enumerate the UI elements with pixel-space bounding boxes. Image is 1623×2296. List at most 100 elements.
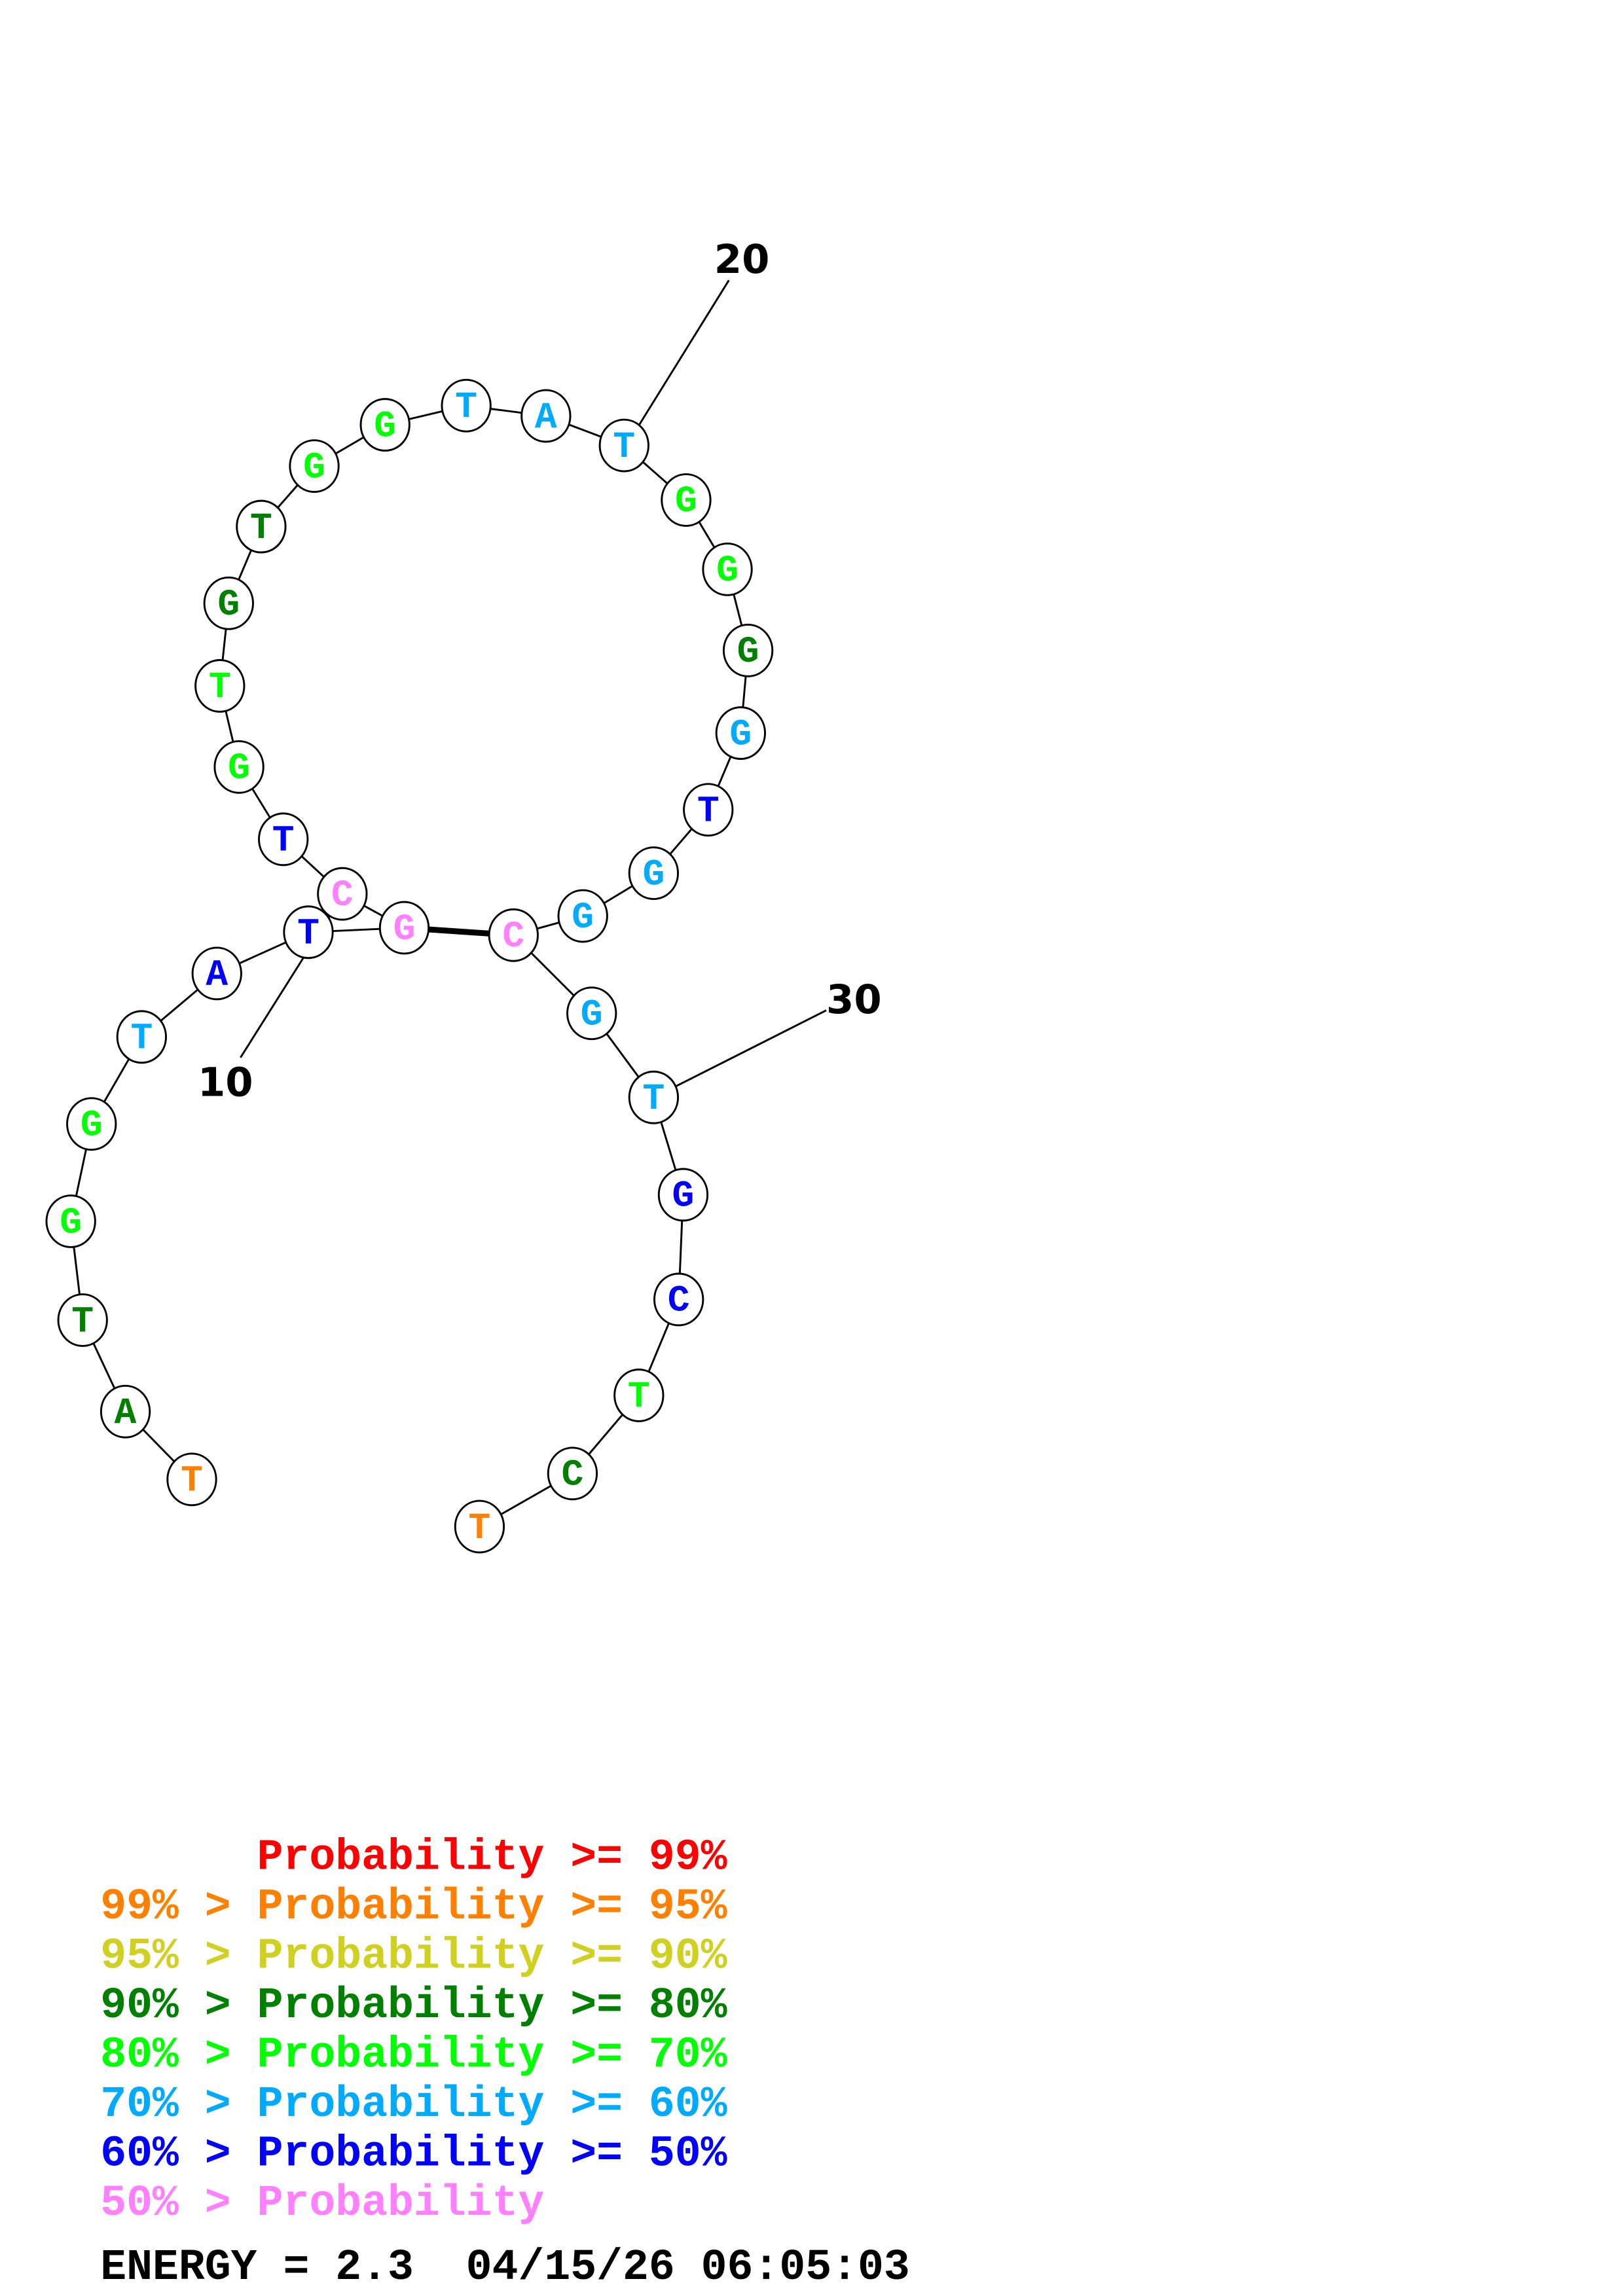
position-label-20: 20 (714, 237, 770, 283)
nucleotide-circle (57, 1293, 108, 1347)
nucleotide-letter: G (642, 853, 665, 895)
nucleotide: G (378, 901, 430, 955)
legend-entry: 60% > Probability >= 50% (100, 2129, 727, 2178)
nucleotide-letter: T (272, 820, 295, 862)
nucleotide-letter: G (228, 747, 250, 789)
nucleotide-circle (191, 946, 242, 1001)
nucleotide-letter: G (675, 480, 697, 522)
position-label-30: 30 (826, 977, 882, 1023)
nucleotide: T (628, 1070, 680, 1124)
nucleotide: T (258, 812, 309, 867)
nucleotide-circle (628, 1070, 680, 1124)
nucleotide: G (722, 623, 774, 677)
nucleotide-letter: C (668, 1280, 690, 1322)
nucleotide: C (317, 867, 368, 921)
nucleotide-circle (194, 659, 246, 713)
nucleotide-letter: G (737, 631, 759, 673)
probability-legend: Probability >= 99%99% > Probability >= 9… (100, 1833, 727, 2227)
legend-entry: 90% > Probability >= 80% (100, 1981, 727, 2030)
nucleotide-letter: G (81, 1105, 103, 1147)
nucleotide-circle (566, 986, 617, 1041)
position-labels: 10 20 30 (198, 237, 882, 1106)
position-label-10: 10 (198, 1060, 253, 1105)
nucleotide-letter: A (206, 954, 228, 996)
nucleotide: C (547, 1446, 598, 1501)
nucleotide-letter: G (303, 446, 325, 488)
nucleotide-circle (661, 473, 712, 527)
nucleotide: C (488, 908, 539, 962)
nucleotide-circle (441, 378, 492, 433)
nucleotide-circle (547, 1446, 598, 1501)
nucleotide-letter: T (71, 1300, 94, 1342)
nucleotide: G (45, 1194, 96, 1248)
nucleotide-letter: T (469, 1507, 491, 1549)
nucleotide-letter: G (729, 713, 752, 755)
legend-entry: 95% > Probability >= 90% (100, 1931, 727, 1981)
legend-entry: Probability >= 99% (100, 1833, 727, 1882)
nucleotide-letter: G (572, 897, 594, 939)
nucleotide-letter: G (217, 584, 240, 626)
nucleotide-letter: T (628, 1376, 650, 1418)
nucleotide-letter: T (613, 426, 635, 468)
nucleotide: T (454, 1499, 505, 1554)
nucleotide: A (100, 1384, 151, 1439)
nucleotide-circle (378, 901, 430, 955)
legend-entry: 80% > Probability >= 70% (100, 2030, 727, 2079)
nucleotide: T (116, 1010, 168, 1064)
nucleotide-letter: C (502, 916, 524, 958)
nucleotide-circle (45, 1194, 96, 1248)
nucleotide-circle (657, 1168, 709, 1222)
nucleotide-circle (715, 706, 766, 760)
nucleotide: T (194, 659, 246, 713)
nucleotide-circle (598, 418, 649, 473)
legend-entry: 70% > Probability >= 60% (100, 2080, 727, 2129)
position-label-line (636, 279, 730, 429)
nucleotide-circle (236, 499, 287, 554)
nucleotide: A (191, 946, 242, 1001)
nucleotide-circle (283, 905, 334, 960)
legend-entry: 99% > Probability >= 95% (100, 1882, 727, 1931)
backbone (69, 404, 750, 1528)
nucleotide: G (702, 542, 753, 596)
nucleotide-circle (359, 398, 410, 452)
nucleotide-circle (722, 623, 774, 677)
nucleotide-letter: T (209, 666, 231, 708)
nucleotide-letter: G (581, 994, 603, 1035)
nucleotide-letter: G (374, 405, 396, 447)
nucleotide: T (613, 1369, 665, 1422)
nucleotide-letter: C (331, 874, 354, 916)
nucleotide-circle (213, 740, 264, 794)
nucleotide-circle (557, 889, 608, 943)
nucleotide-circle (488, 908, 539, 962)
nucleotide-circle (66, 1097, 117, 1151)
nucleotide-circle (683, 783, 734, 837)
nucleotide-letter: T (250, 507, 272, 549)
nucleotide: A (520, 389, 572, 443)
nucleotide-circle (702, 542, 753, 596)
nucleotide: G (66, 1097, 117, 1151)
nucleotide: G (628, 846, 680, 901)
nucleotide-letter: C (562, 1454, 584, 1496)
nucleotide-circle (258, 812, 309, 867)
nucleotide: G (557, 889, 608, 943)
nucleotide: G (359, 398, 410, 452)
nucleotide-circle (454, 1499, 505, 1554)
nucleotide: G (566, 986, 617, 1041)
nucleotide-letter: G (60, 1202, 82, 1244)
nucleotide-circle (100, 1384, 151, 1439)
nucleotide: G (715, 706, 766, 760)
nucleotide: T (57, 1293, 108, 1347)
nucleotide: T (236, 499, 287, 554)
nucleotide-letter: T (297, 913, 319, 955)
nucleotide-circle (289, 439, 340, 493)
nucleotide: T (598, 418, 649, 473)
nucleotide: T (166, 1452, 217, 1507)
nucleotide-circle (628, 846, 680, 901)
nucleotide: T (683, 783, 734, 837)
nucleotide-circle (166, 1452, 217, 1507)
nucleotide-letter: T (130, 1018, 153, 1060)
nucleotide-letter: A (535, 397, 557, 439)
nucleotide-circle (613, 1369, 665, 1422)
nucleotide-circle (203, 576, 254, 630)
